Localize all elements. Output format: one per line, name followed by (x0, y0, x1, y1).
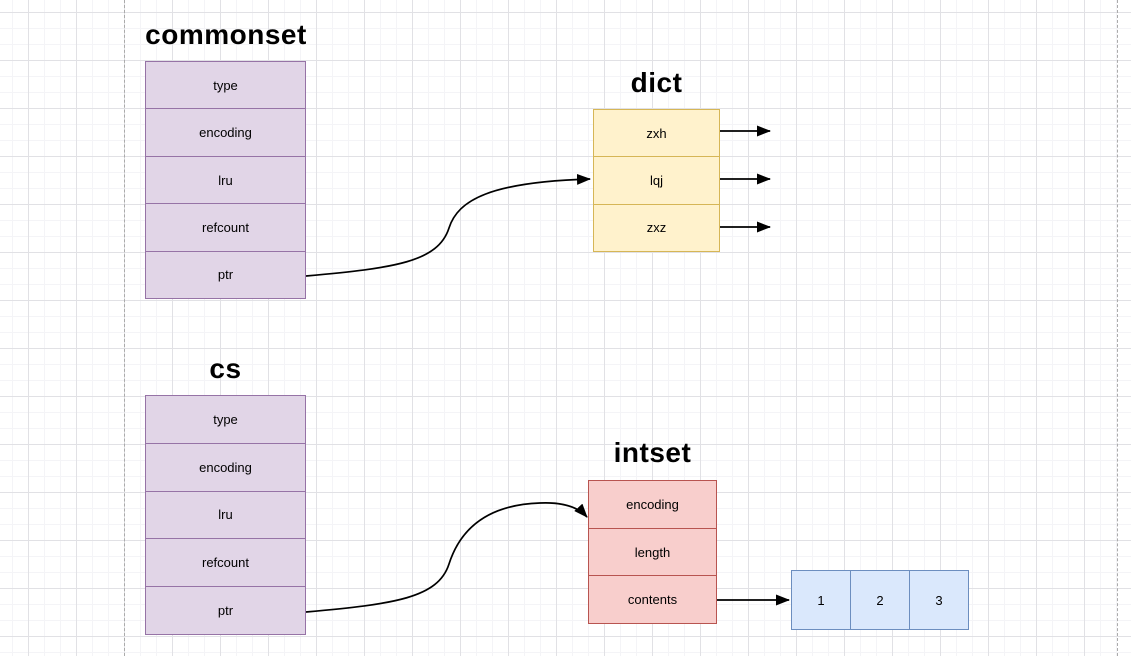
dict-row-zxz[interactable]: zxz (594, 203, 719, 251)
cs-row-encoding[interactable]: encoding (146, 442, 305, 491)
commonset-row-lru[interactable]: lru (146, 155, 305, 203)
commonset-title[interactable]: commonset (145, 19, 307, 50)
int-array-cell-3[interactable]: 3 (909, 571, 968, 629)
cs-row-lru[interactable]: lru (146, 490, 305, 539)
cs-row-type[interactable]: type (213, 411, 238, 427)
int-array-cell-1[interactable]: 1 (817, 592, 825, 608)
intset-row-length[interactable]: length (589, 527, 716, 576)
dict-row-lqj[interactable]: lqj (594, 156, 719, 203)
int-array[interactable]: 1 2 3 (791, 570, 969, 630)
page-boundary-left (124, 0, 125, 656)
commonset-row-refcount[interactable]: refcount (146, 203, 305, 250)
arrow-commonset-ptr-to-dict-lqj[interactable] (305, 173, 591, 277)
cs-row-refcount[interactable]: refcount (146, 538, 305, 586)
cs-title[interactable]: cs (209, 353, 242, 384)
int-array-cell-2[interactable]: 2 (850, 571, 909, 629)
cs-row-ptr[interactable]: ptr (146, 586, 305, 634)
dict-row-zxh[interactable]: zxh (646, 125, 667, 141)
intset-row-contents[interactable]: contents (589, 575, 716, 623)
commonset-row-type[interactable]: type (213, 77, 238, 93)
intset-row-encoding[interactable]: encoding (626, 496, 679, 512)
intset-title[interactable]: intset (613, 437, 692, 468)
commonset-row-ptr[interactable]: ptr (146, 250, 305, 298)
arrow-cs-ptr-to-intset-encoding[interactable] (305, 502, 588, 613)
commonset-row-encoding[interactable]: encoding (146, 108, 305, 155)
page-boundary-right (1117, 0, 1118, 656)
dict-title[interactable]: dict (630, 67, 683, 98)
